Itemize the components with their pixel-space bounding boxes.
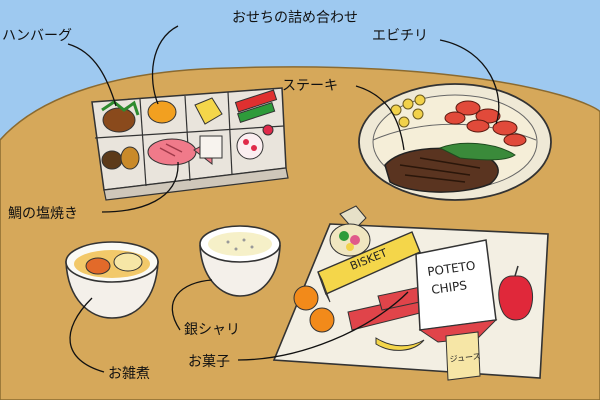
label-ebichili: エビチリ	[372, 28, 428, 44]
lettuce-garnish	[101, 100, 140, 116]
steak-plate	[358, 83, 552, 201]
rice-bowl	[199, 225, 281, 297]
osechi-bento-box	[91, 87, 289, 201]
label-tai: 鯛の塩焼き	[8, 206, 78, 222]
carrot	[85, 257, 111, 275]
leader-ozouni	[69, 297, 105, 373]
mochi	[113, 252, 143, 272]
mandarin-orange	[309, 307, 335, 333]
kuri-kinton	[120, 146, 140, 170]
ozouni-bowl	[65, 241, 159, 319]
label-ozouni: お雑煮	[108, 366, 150, 382]
chips-label-line1: POTETO	[426, 258, 476, 279]
hamburg-patty	[102, 107, 136, 133]
chips-label-line2: CHIPS	[430, 278, 467, 297]
leader-ginshari	[171, 279, 213, 331]
snack-mat: BISKET POTETO CHIPS ジュース	[272, 205, 549, 381]
leader-hamburg	[67, 43, 117, 107]
red-kamaboko	[234, 89, 278, 113]
leader-okashi	[237, 291, 409, 361]
apple	[498, 275, 534, 321]
leader-lines	[67, 25, 500, 373]
leader-osechi	[151, 25, 179, 105]
sushi-rolls	[199, 135, 223, 159]
ebichili	[444, 100, 527, 147]
green-vegetable	[237, 102, 276, 123]
leader-tai	[101, 161, 179, 213]
tai-shioyaki-fish	[147, 138, 197, 166]
banana	[375, 337, 425, 351]
namasu-cup	[236, 132, 264, 160]
label-ginshari: 銀シャリ	[184, 322, 240, 338]
kuromame	[101, 150, 123, 170]
steak	[384, 142, 516, 193]
label-hamburg: ハンバーグ	[2, 28, 72, 44]
juice-carton: ジュース	[445, 331, 481, 381]
juice-label: ジュース	[449, 352, 481, 364]
label-osechi: おせちの詰め合わせ	[232, 10, 358, 26]
tamago-yaki	[147, 100, 177, 124]
kazunoko	[194, 97, 223, 125]
leader-steak	[355, 85, 405, 151]
corn	[390, 94, 426, 128]
mandarin-orange	[293, 285, 319, 311]
label-steak: ステーキ	[282, 78, 338, 94]
leader-ebichili	[439, 39, 500, 125]
label-okashi: お菓子	[188, 354, 230, 370]
potato-chips-bag: POTETO CHIPS	[415, 239, 498, 343]
green-garnish	[438, 142, 516, 161]
